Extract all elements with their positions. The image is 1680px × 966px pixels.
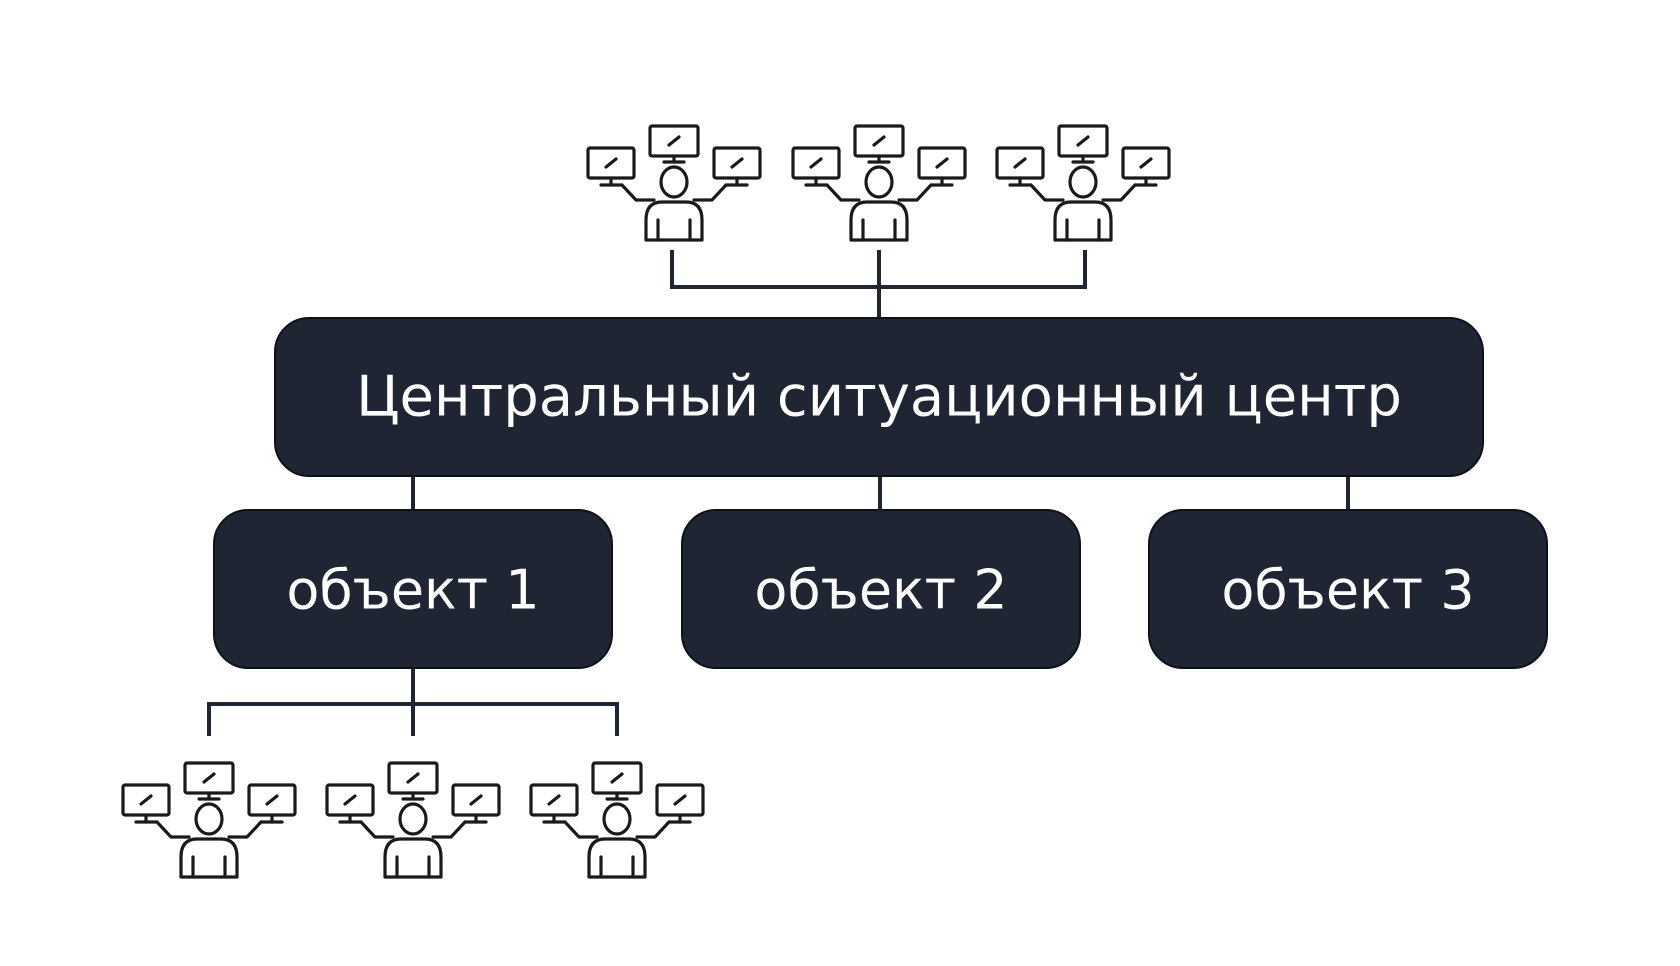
object-node-1: объект 1 [213, 509, 613, 669]
operator-workstation-icon [325, 761, 501, 879]
object-node-1-label: объект 1 [286, 559, 539, 622]
operator-workstation-icon [791, 124, 967, 242]
connector-lines [207, 250, 1350, 736]
operator-workstation-icon [586, 124, 762, 242]
bottom-operator-groups [121, 761, 705, 879]
operator-workstation-icon [529, 761, 705, 879]
central-node-label: Центральный ситуационный центр [356, 365, 1402, 430]
object-node-2: объект 2 [681, 509, 1081, 669]
top-operator-groups [586, 124, 1171, 242]
central-node: Центральный ситуационный центр [274, 317, 1484, 477]
operator-workstation-icon [995, 124, 1171, 242]
object-node-3-label: объект 3 [1221, 559, 1474, 622]
object-node-3: объект 3 [1148, 509, 1548, 669]
operator-workstation-icon [121, 761, 297, 879]
object-node-2-label: объект 2 [754, 559, 1007, 622]
